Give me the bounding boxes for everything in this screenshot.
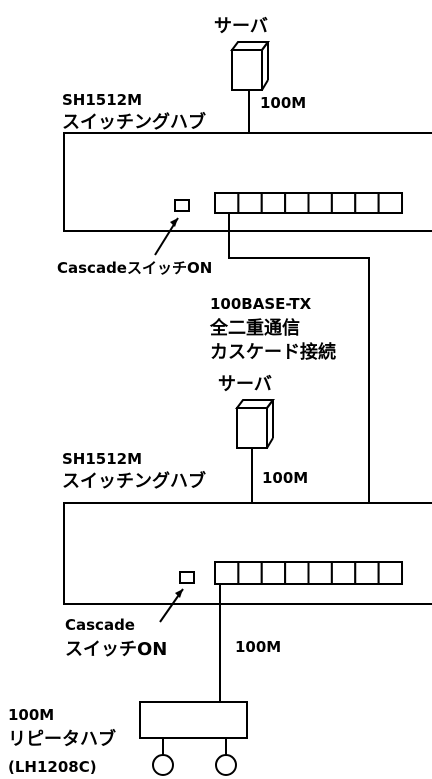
bottom-port-3 — [260, 561, 287, 585]
top-cascade-label: CascadeスイッチON — [57, 259, 212, 277]
top-switch-box — [63, 132, 432, 232]
repeater-terminal-1 — [152, 754, 174, 776]
bottom-cascade-switch — [179, 571, 195, 584]
repeater-link-speed: 100M — [235, 638, 281, 656]
bottom-port-strip — [214, 561, 404, 585]
bottom-cascade-arrowhead — [175, 589, 183, 598]
bottom-port-6 — [330, 561, 357, 585]
top-cascade-arrowhead — [170, 218, 178, 227]
top-port-7 — [354, 192, 380, 214]
top-switch-model: SH1512M — [62, 91, 142, 109]
top-port-8 — [377, 192, 404, 214]
top-switch-type: スイッチングハブ — [62, 111, 206, 133]
top-server-label: サーバ — [214, 16, 268, 37]
top-port-5 — [307, 192, 333, 214]
repeater-hub-box — [139, 701, 248, 739]
bottom-port-2 — [237, 561, 263, 585]
top-server-icon — [230, 41, 270, 91]
bottom-cascade-label-1: Cascade — [65, 616, 135, 634]
bottom-port-7 — [354, 561, 380, 585]
bottom-switch-box — [63, 502, 432, 605]
bottom-server-label: サーバ — [218, 374, 272, 395]
cascade-link-standard: 100BASE-TX — [210, 295, 312, 313]
cascade-link-duplex: 全二重通信 — [209, 317, 300, 339]
repeater-speed: 100M — [8, 706, 54, 724]
repeater-type: リピータハブ — [8, 728, 116, 750]
top-link-speed: 100M — [260, 94, 306, 112]
top-port-strip — [214, 192, 404, 214]
bottom-port-8 — [377, 561, 404, 585]
bottom-switch-type: スイッチングハブ — [62, 470, 206, 492]
bottom-server-icon — [235, 399, 275, 449]
top-port-4 — [284, 192, 310, 214]
bottom-switch-model: SH1512M — [62, 450, 142, 468]
cascade-link-description: カスケード接続 — [210, 341, 336, 363]
bottom-cascade-label-2: スイッチON — [65, 639, 167, 660]
top-port-2 — [237, 192, 263, 214]
top-cascade-switch — [174, 199, 190, 212]
top-port-6 — [330, 192, 357, 214]
repeater-model: (LH1208C) — [8, 758, 97, 776]
bottom-port-5 — [307, 561, 333, 585]
cascade-link-line — [228, 213, 370, 572]
top-port-3 — [260, 192, 287, 214]
bottom-port-1 — [214, 561, 240, 585]
bottom-link-speed: 100M — [262, 469, 308, 487]
repeater-terminal-2 — [215, 754, 237, 776]
bottom-port-4 — [284, 561, 310, 585]
top-port-1 — [214, 192, 240, 214]
